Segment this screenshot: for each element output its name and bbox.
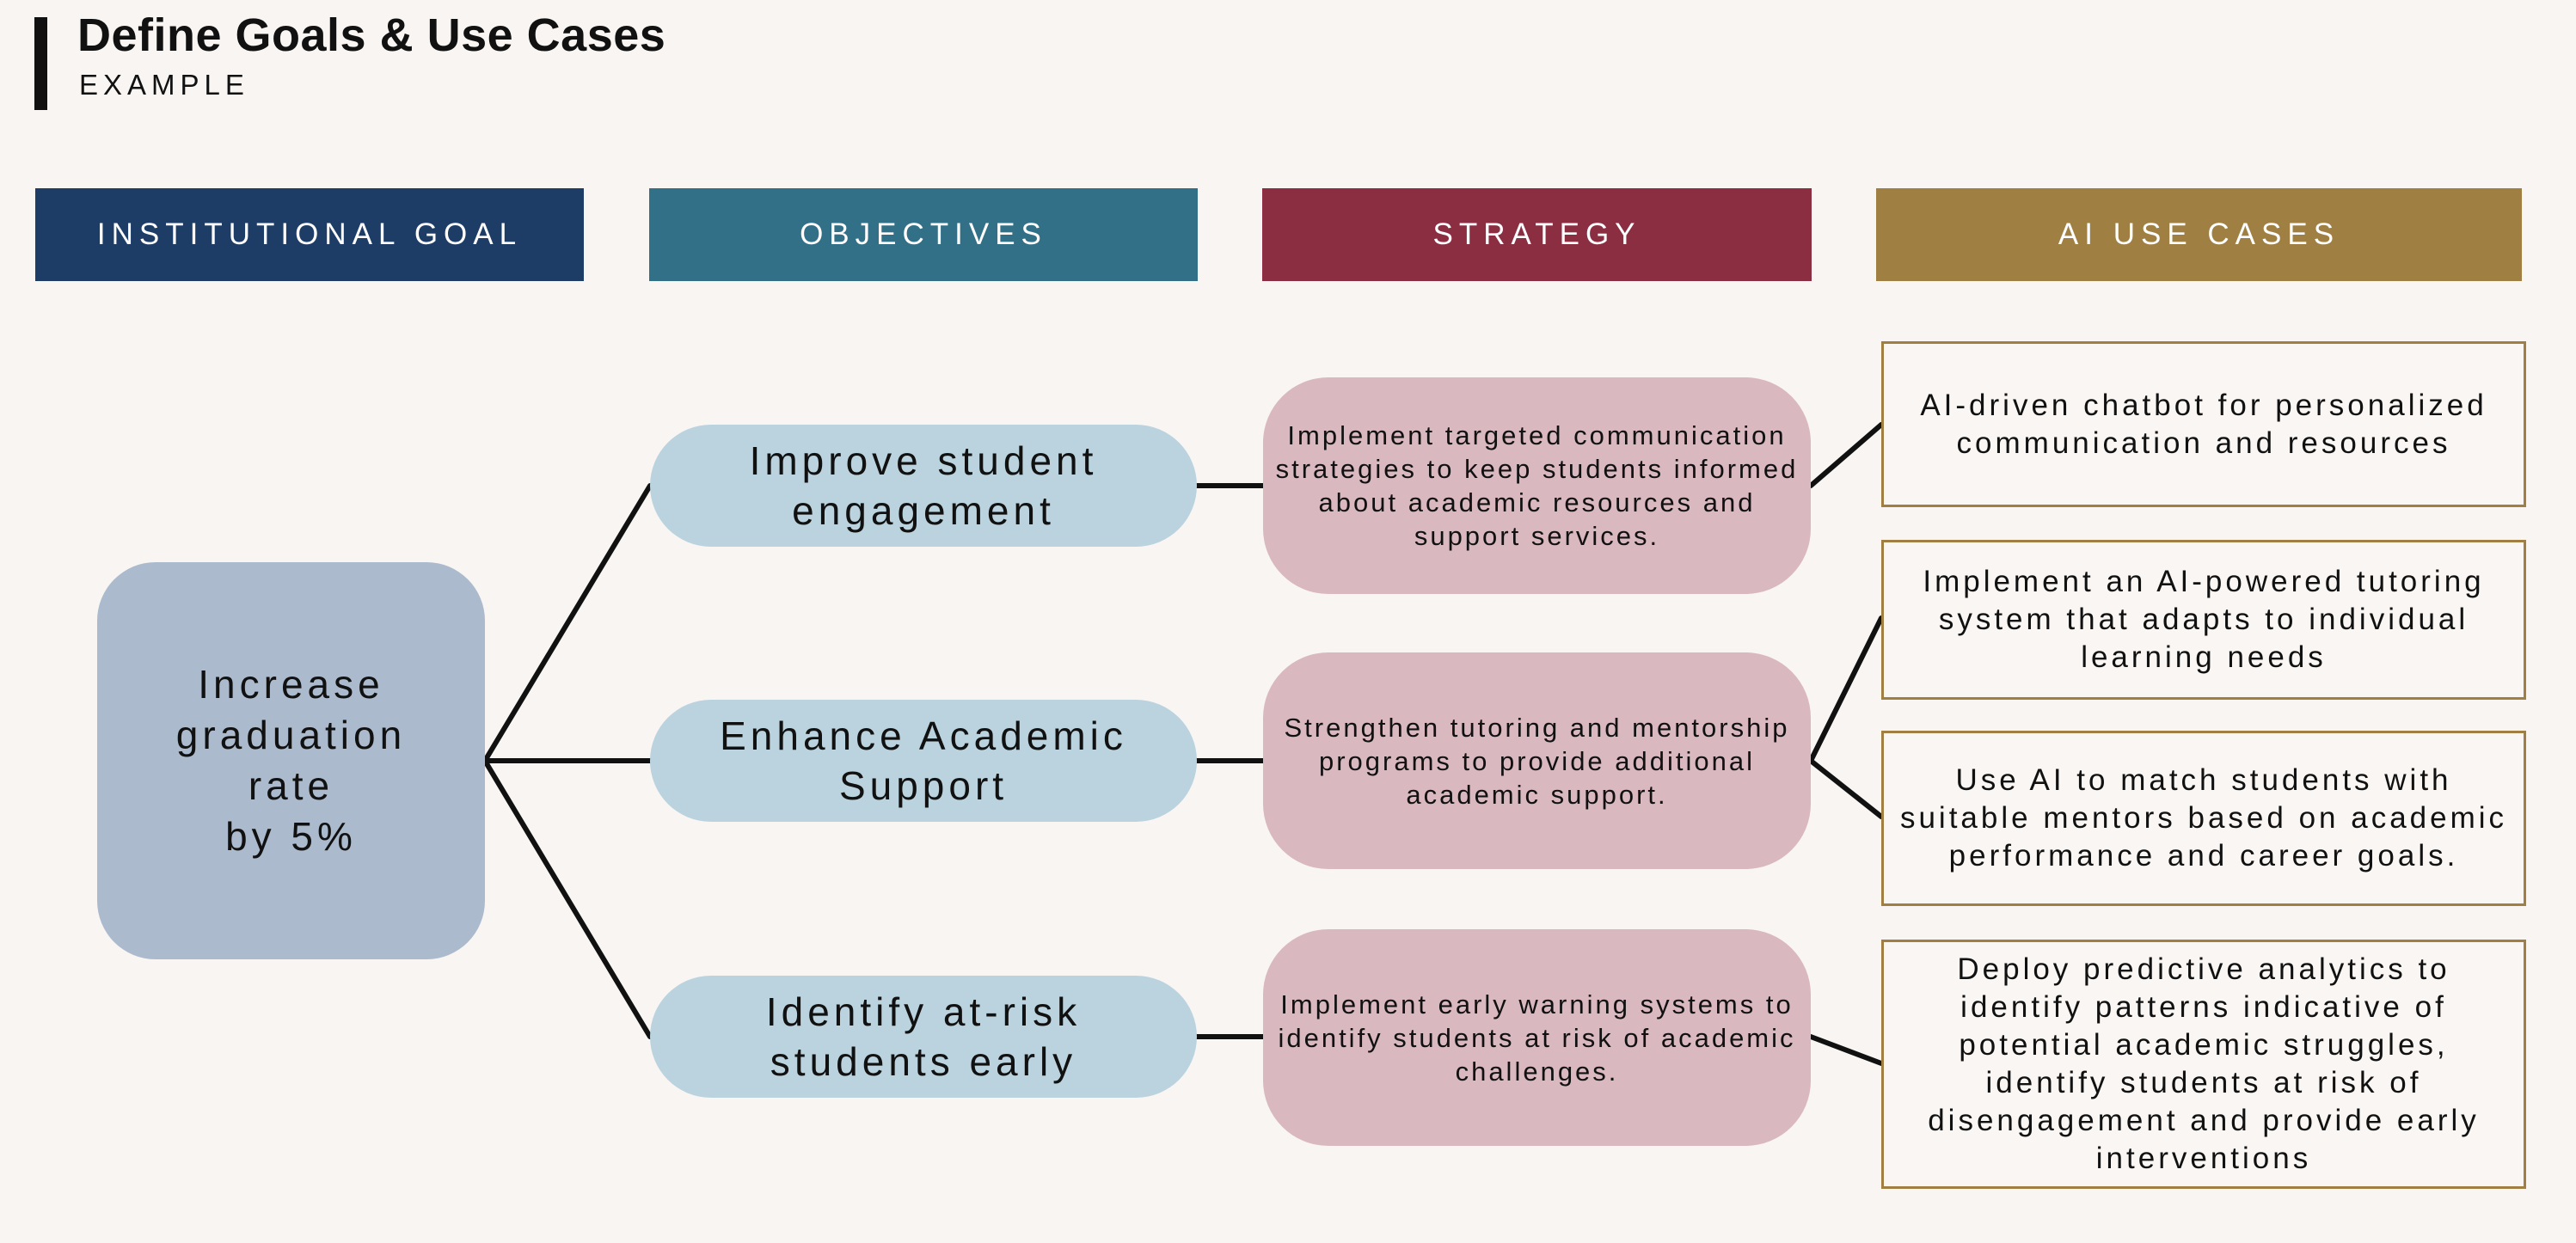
goal-text: Increase graduation rate by 5%: [175, 662, 407, 859]
connector-strategy-usecase-2: [1808, 615, 1884, 763]
title-accent-bar: [34, 17, 47, 110]
objective-box-3: Identify at-risk students early: [650, 976, 1197, 1098]
header-ai-use-cases: AI USE CASES: [1876, 188, 2522, 281]
ai-use-case-box-3: Use AI to match students with suitable m…: [1881, 731, 2526, 906]
header-objectives: OBJECTIVES: [649, 188, 1198, 281]
connector-strategy-usecase-1: [1808, 422, 1884, 488]
objective-box-1: Improve student engagement: [650, 425, 1197, 547]
connector-goal-objective-1: [482, 483, 653, 763]
connector-strategy-usecase-4: [1808, 1034, 1884, 1066]
connector-strategy-usecase-3: [1808, 758, 1884, 819]
ai-use-case-box-2: Implement an AI-powered tutoring system …: [1881, 540, 2526, 700]
page-subtitle: EXAMPLE: [79, 69, 249, 101]
header-strategy: STRATEGY: [1262, 188, 1812, 281]
strategy-box-3: Implement early warning systems to ident…: [1263, 929, 1811, 1146]
ai-use-case-box-1: AI-driven chatbot for personalized commu…: [1881, 341, 2526, 507]
page-title: Define Goals & Use Cases: [77, 9, 666, 61]
header-institutional-goal: INSTITUTIONAL GOAL: [35, 188, 584, 281]
connector-goal-objective-3: [482, 758, 653, 1039]
strategy-box-1: Implement targeted communication strateg…: [1263, 377, 1811, 594]
objective-box-2: Enhance Academic Support: [650, 700, 1197, 822]
goal-box: Increase graduation rate by 5%: [97, 562, 485, 959]
strategy-box-2: Strengthen tutoring and mentorship progr…: [1263, 652, 1811, 869]
ai-use-case-box-4: Deploy predictive analytics to identify …: [1881, 940, 2526, 1189]
